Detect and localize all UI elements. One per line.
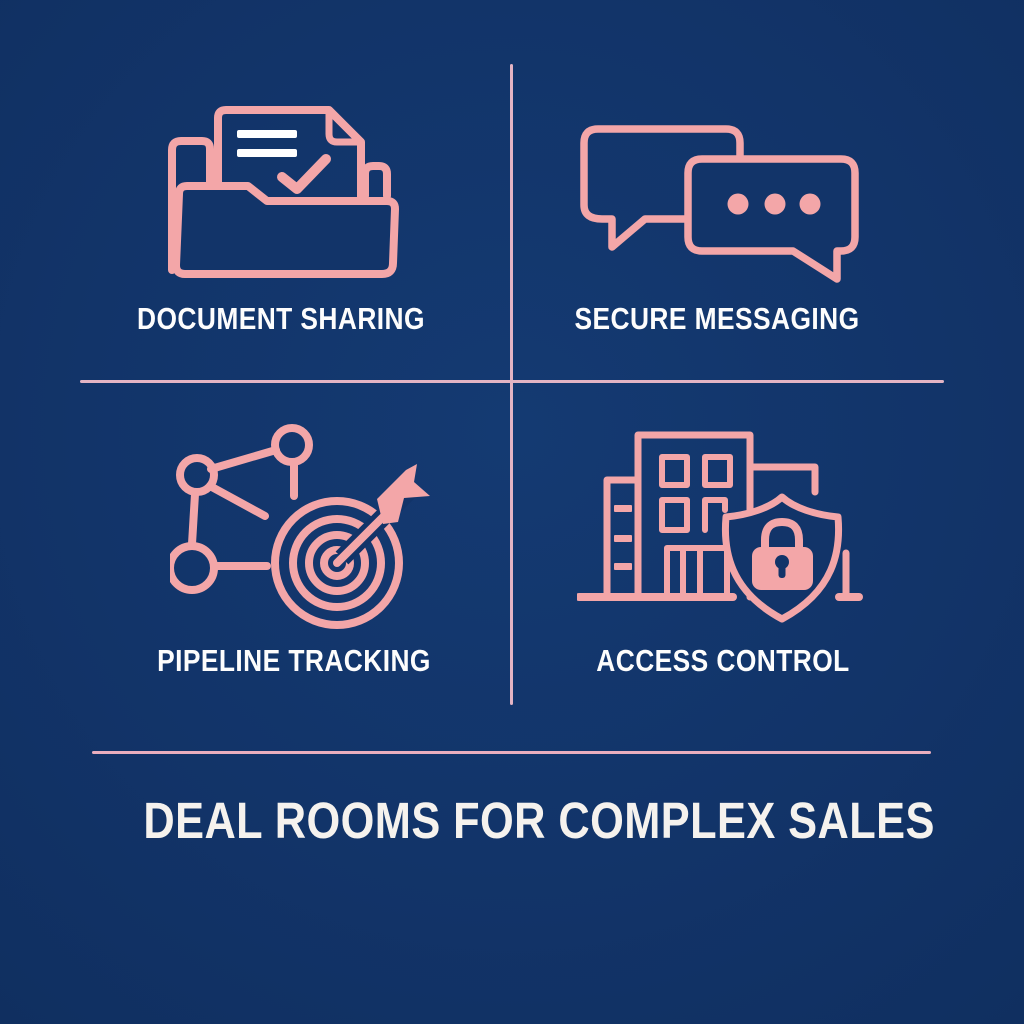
document-fold-corner: [325, 108, 363, 146]
label-access-control: ACCESS CONTROL: [596, 643, 850, 678]
building-shield-lock-icon: [577, 428, 863, 630]
label-secure-messaging: SECURE MESSAGING: [574, 301, 860, 336]
window: [659, 454, 690, 488]
label-document-sharing: DOCUMENT SHARING: [137, 301, 425, 336]
back-folder-outline: [168, 137, 214, 274]
title-divider-line: [92, 751, 931, 754]
right-building: [746, 463, 819, 496]
chat-bubble-right: [684, 155, 859, 283]
check-mark: [277, 154, 331, 194]
label-pipeline-tracking: PIPELINE TRACKING: [157, 643, 431, 678]
typing-dot: [764, 193, 786, 215]
page-title: DEAL ROOMS FOR COMPLEX SALES: [143, 792, 935, 849]
typing-dot: [727, 193, 749, 215]
window: [659, 497, 690, 533]
document-outline: [214, 106, 365, 204]
lock-shackle: [761, 518, 803, 551]
network-node: [176, 454, 218, 496]
keyhole-stem: [778, 562, 786, 578]
document-text-line: [237, 149, 297, 157]
window: [702, 454, 733, 488]
buildings-outline: [577, 431, 863, 601]
horizontal-divider-line: [80, 380, 944, 383]
vertical-divider-line: [510, 64, 513, 705]
network-node: [271, 424, 313, 466]
network-edge: [207, 446, 280, 473]
target-icon: [271, 497, 403, 629]
network-node: [170, 542, 218, 594]
folder-document-check-icon: [163, 104, 403, 284]
lock-icon: [752, 518, 813, 590]
door-side: [697, 545, 730, 600]
chat-bubbles-icon: [580, 125, 860, 285]
window-bar: [614, 563, 632, 570]
network-target-arrow-icon: [170, 424, 434, 638]
window-bar: [614, 535, 632, 542]
network-edge: [206, 482, 269, 520]
network-edge: [188, 490, 199, 548]
door: [664, 545, 703, 600]
chat-bubble-left: [580, 125, 744, 251]
paper-tab-outline: [361, 162, 391, 200]
left-building: [603, 476, 642, 601]
document-text-line: [237, 130, 297, 138]
window-partial: [702, 497, 728, 533]
typing-dot: [799, 193, 821, 215]
front-folder-outline: [172, 182, 399, 278]
arrow-fletching: [377, 464, 430, 524]
window-bar: [614, 505, 632, 512]
